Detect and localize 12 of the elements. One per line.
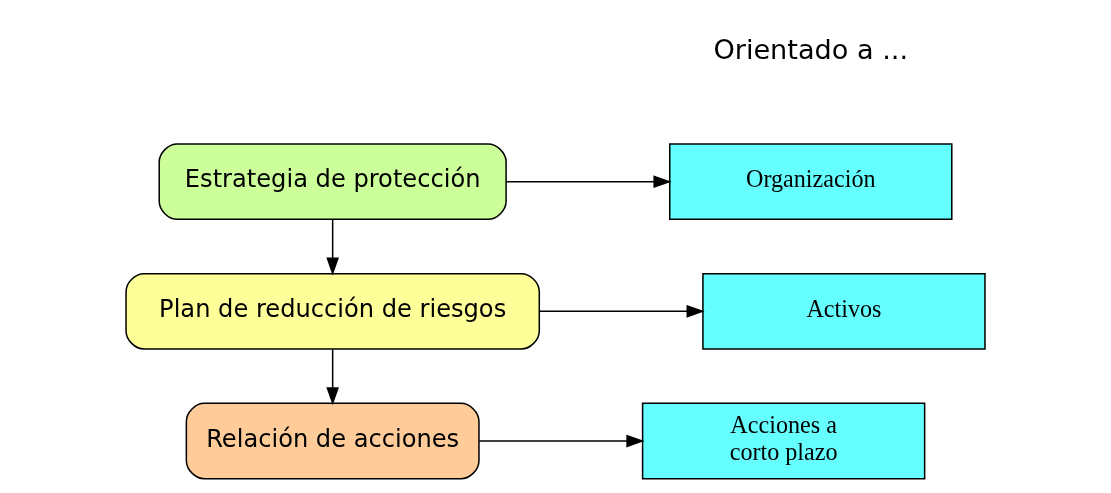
arrow (505, 175, 672, 188)
node-box: Estrategia de protección (158, 143, 507, 221)
node-box: Organización (669, 143, 953, 221)
node-box: Plan de reducción de riesgos (125, 272, 541, 350)
label: Orientado a ... (713, 33, 909, 65)
arrow (326, 348, 339, 406)
arrow (478, 434, 645, 448)
arrow (326, 219, 339, 276)
arrow (538, 305, 705, 318)
node-box: Relación de acciones (185, 402, 480, 480)
node-box: Acciones a corto plazo (641, 402, 926, 480)
node-box: Activos (702, 272, 986, 350)
